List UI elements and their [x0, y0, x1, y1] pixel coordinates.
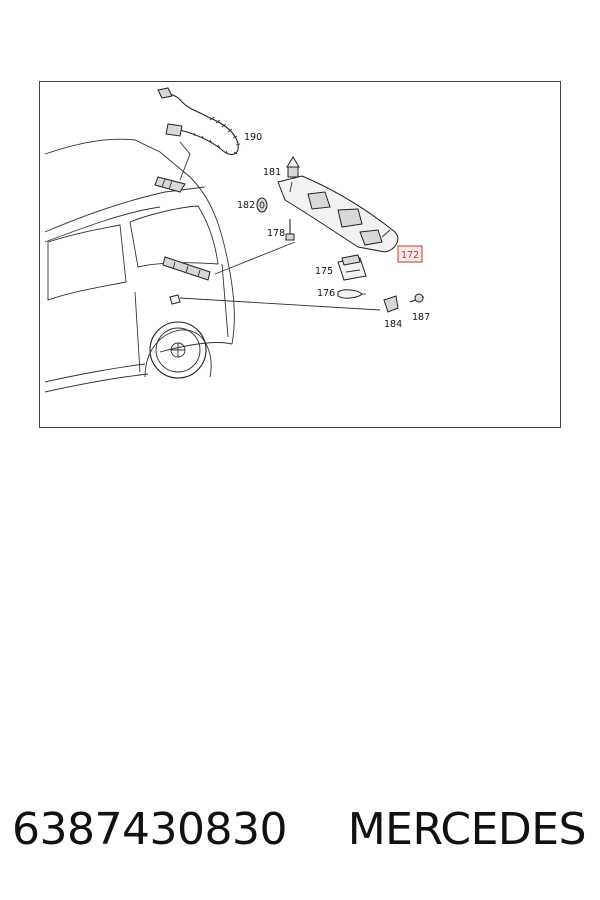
part-number: 6387430830 — [12, 804, 287, 855]
nut-182 — [256, 197, 268, 213]
callout-172: 172 — [401, 250, 419, 261]
callout-184: 184 — [384, 319, 402, 330]
cable-190 — [157, 87, 241, 181]
screw-178 — [285, 219, 295, 241]
parts-diagram: 190 181 182 178 172 175 176 184 187 — [39, 81, 561, 428]
diagram-drawing: 190 181 182 178 172 175 176 184 187 — [44, 87, 430, 393]
footer: 6387430830 MERCEDES — [0, 800, 600, 860]
screw-187 — [409, 293, 425, 303]
callout-190: 190 — [244, 132, 262, 143]
clip-184 — [383, 295, 399, 313]
callout-172-highlight — [397, 245, 423, 263]
callout-175: 175 — [315, 266, 333, 277]
callout-181: 181 — [263, 167, 281, 178]
bulb-holder-175 — [337, 254, 367, 281]
van-illustration — [44, 138, 235, 393]
callout-187: 187 — [412, 312, 430, 323]
lamp-housing-172 — [277, 175, 399, 253]
brand-name: MERCEDES — [347, 804, 587, 855]
callout-182: 182 — [237, 200, 255, 211]
callout-176: 176 — [317, 288, 335, 299]
callout-178: 178 — [267, 228, 285, 239]
bulb-176 — [337, 289, 366, 299]
fastener-181 — [286, 156, 300, 178]
